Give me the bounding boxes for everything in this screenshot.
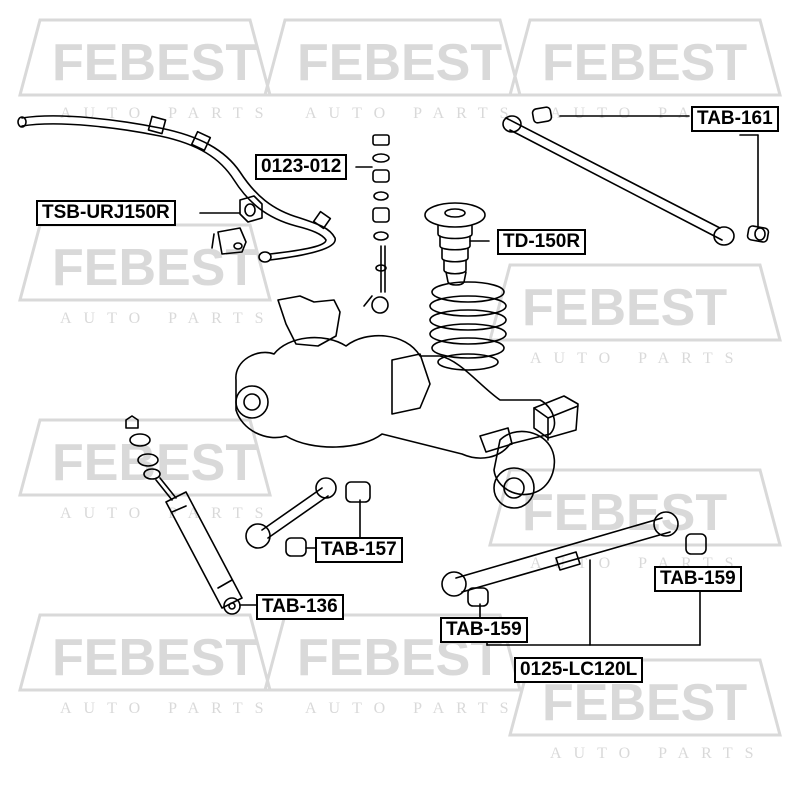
svg-text:AUTO PARTS: AUTO PARTS xyxy=(60,700,276,717)
label-tab-136[interactable]: TAB-136 xyxy=(256,594,344,620)
label-0123-012[interactable]: 0123-012 xyxy=(255,154,348,180)
axle-housing xyxy=(235,295,556,509)
svg-text:FEBEST: FEBEST xyxy=(542,34,747,92)
svg-text:FEBEST: FEBEST xyxy=(522,484,727,542)
svg-text:FEBEST: FEBEST xyxy=(52,434,257,492)
svg-text:AUTO PARTS: AUTO PARTS xyxy=(305,700,521,717)
svg-text:FEBEST: FEBEST xyxy=(52,629,257,687)
svg-text:FEBEST: FEBEST xyxy=(52,239,257,297)
shock-absorber xyxy=(125,415,243,615)
upper-control-arm xyxy=(502,106,770,246)
watermark-logo: FEBEST AUTO PARTS xyxy=(18,613,276,717)
svg-text:AUTO PARTS: AUTO PARTS xyxy=(530,350,746,367)
label-tab-161[interactable]: TAB-161 xyxy=(691,106,779,132)
bump-stop xyxy=(424,202,486,286)
leader-lines xyxy=(199,115,759,646)
svg-text:FEBEST: FEBEST xyxy=(52,34,257,92)
watermark-logo: FEBEST AUTO PARTS xyxy=(488,263,782,367)
coil-spring xyxy=(429,281,507,371)
stabilizer-link xyxy=(363,134,390,314)
svg-text:AUTO PARTS: AUTO PARTS xyxy=(60,105,276,122)
svg-text:AUTO PARTS: AUTO PARTS xyxy=(305,105,521,122)
lateral-rod xyxy=(245,477,371,557)
label-td-150r[interactable]: TD-150R xyxy=(497,229,587,255)
lower-control-arm xyxy=(441,511,707,607)
label-0125-lc120l[interactable]: 0125-LC120L xyxy=(514,657,644,683)
label-tab-159-right[interactable]: TAB-159 xyxy=(654,566,742,592)
svg-text:FEBEST: FEBEST xyxy=(522,279,727,337)
watermark-logo: FEBEST AUTO PARTS xyxy=(18,418,276,522)
stabilizer-bar xyxy=(17,115,336,263)
watermark-logo: FEBEST AUTO PARTS xyxy=(18,18,276,122)
stabilizer-bushing xyxy=(211,195,263,255)
label-tab-157[interactable]: TAB-157 xyxy=(315,537,403,563)
svg-text:FEBEST: FEBEST xyxy=(542,674,747,732)
spring-seat xyxy=(533,395,579,441)
watermark-logo: FEBEST AUTO PARTS xyxy=(18,223,276,327)
svg-text:AUTO PARTS: AUTO PARTS xyxy=(60,505,276,522)
svg-text:AUTO PARTS: AUTO PARTS xyxy=(550,745,766,762)
watermark-logo: FEBEST AUTO PARTS xyxy=(508,658,782,762)
label-tsb-urj150r[interactable]: TSB-URJ150R xyxy=(36,200,176,226)
svg-text:AUTO PARTS: AUTO PARTS xyxy=(60,310,276,327)
svg-text:FEBEST: FEBEST xyxy=(297,34,502,92)
label-tab-159-left[interactable]: TAB-159 xyxy=(440,617,528,643)
watermark-logo: FEBEST AUTO PARTS xyxy=(263,613,522,717)
